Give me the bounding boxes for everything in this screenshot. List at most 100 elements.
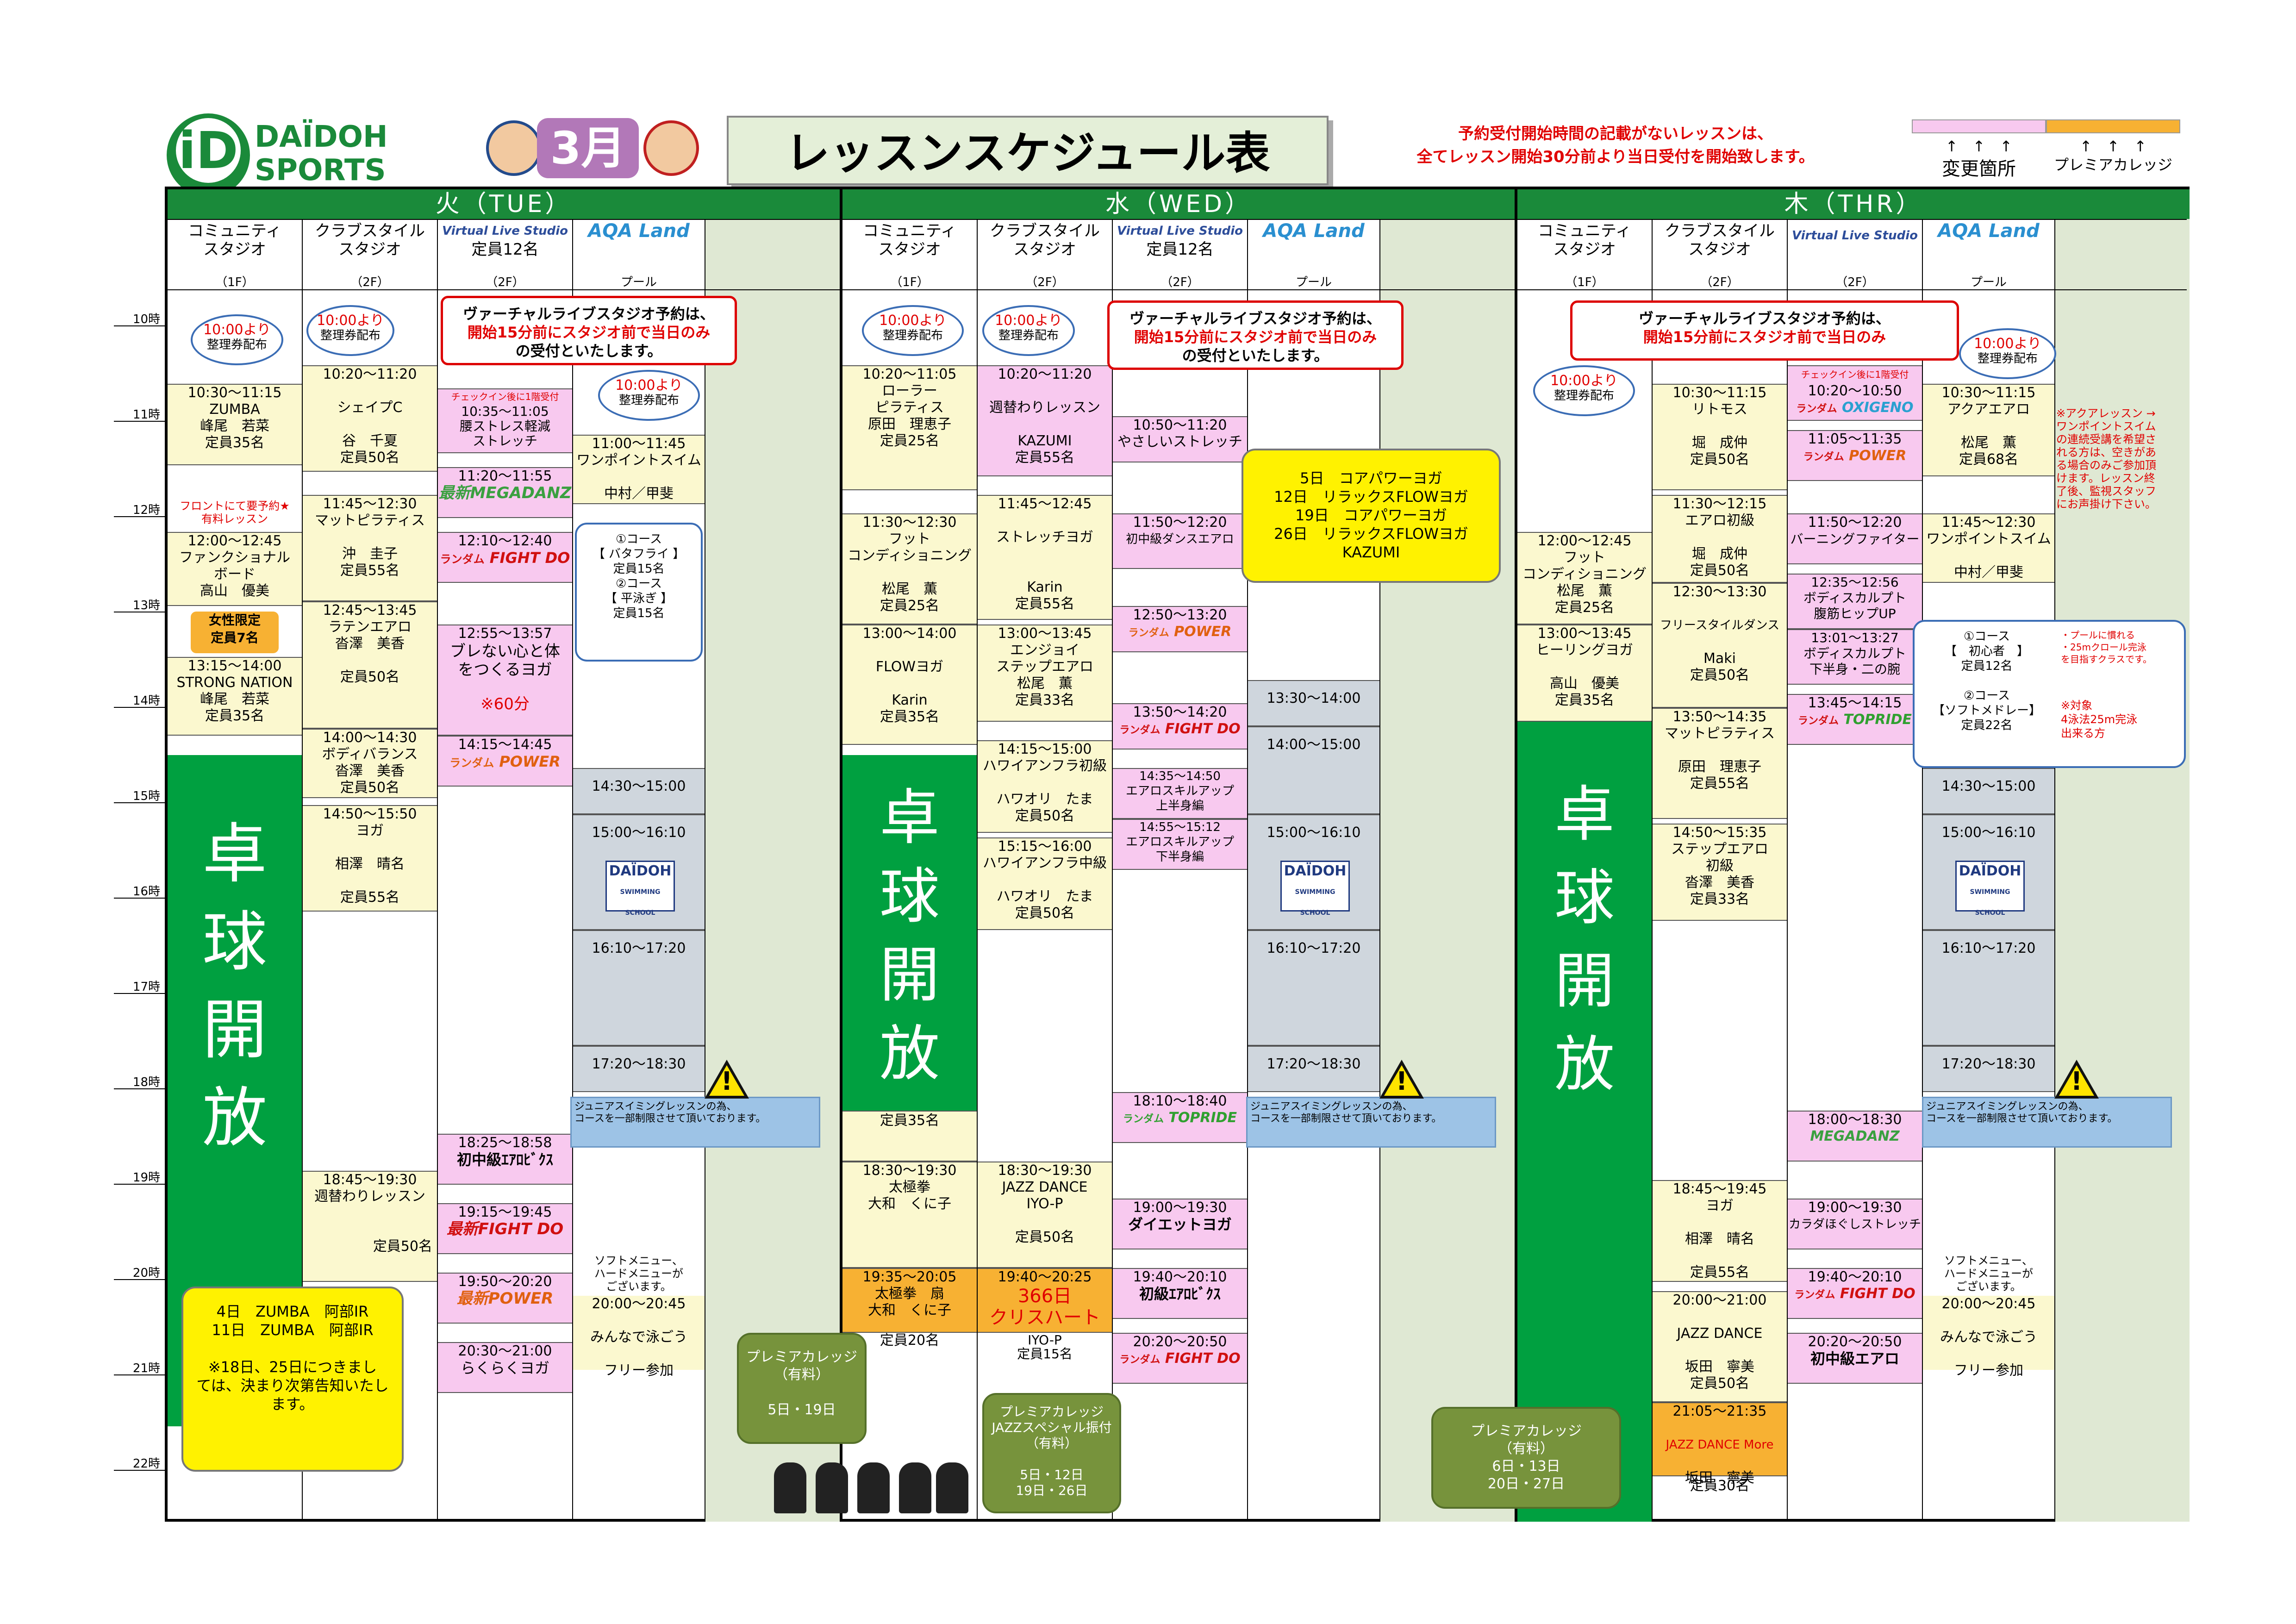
hour-tick — [114, 325, 165, 326]
lesson-block[interactable]: 定員35名 — [842, 1111, 977, 1162]
dancers-illustration — [774, 1458, 968, 1518]
vls-capacity: 定員12名 — [471, 240, 539, 259]
lesson-block[interactable]: 16:10～17:20 — [573, 930, 705, 1046]
legend-arrows-change: ↑ ↑ ↑ — [1945, 137, 2013, 155]
lesson-block[interactable]: 16:10～17:20 — [1248, 930, 1379, 1046]
warning-icon — [2054, 1060, 2099, 1099]
hour-label: 19時 — [132, 1171, 160, 1185]
warning-icon — [1379, 1060, 1424, 1099]
lesson-block[interactable]: 14:30～15:00 — [573, 768, 705, 814]
pool-label: プール — [1295, 275, 1332, 289]
floor-label: （2F） — [1700, 275, 1739, 289]
col-divider — [1247, 219, 1248, 1522]
col-vls-thu: Virtual Live Studio — [1788, 222, 1922, 275]
lesson-block[interactable]: 16:10～17:20 — [1923, 930, 2054, 1046]
floor-label: （1F） — [215, 275, 254, 289]
col-community-thu: コミュニティ スタジオ — [1517, 222, 1652, 275]
col-club-label: クラブスタイル スタジオ — [1665, 222, 1775, 259]
hour-tick — [114, 516, 165, 517]
lesson-block[interactable]: 14:30～15:00 — [1923, 768, 2054, 814]
capacity: 定員15名 — [1017, 1346, 1073, 1362]
floor-label: （2F） — [350, 275, 389, 289]
pool-column-wed — [1379, 219, 1515, 1522]
hour-label: 17時 — [132, 980, 160, 994]
mascot-left-icon — [486, 120, 542, 176]
instructor: IYO-P — [1028, 1332, 1062, 1348]
lesson-block[interactable]: 14:00～15:00 — [1248, 726, 1379, 814]
lesson-block[interactable]: 17:20～18:30 — [1248, 1046, 1379, 1092]
reservation-note: フロントにて要予約★ 有料レッスン — [180, 500, 290, 525]
lesson-block[interactable]: 17:20～18:30 — [1923, 1046, 2054, 1092]
lesson-block[interactable]: 17:20～18:30 — [573, 1046, 705, 1092]
lesson-block[interactable]: 13:30～14:00 — [1248, 680, 1379, 726]
floor-label: （1F） — [1565, 275, 1604, 289]
